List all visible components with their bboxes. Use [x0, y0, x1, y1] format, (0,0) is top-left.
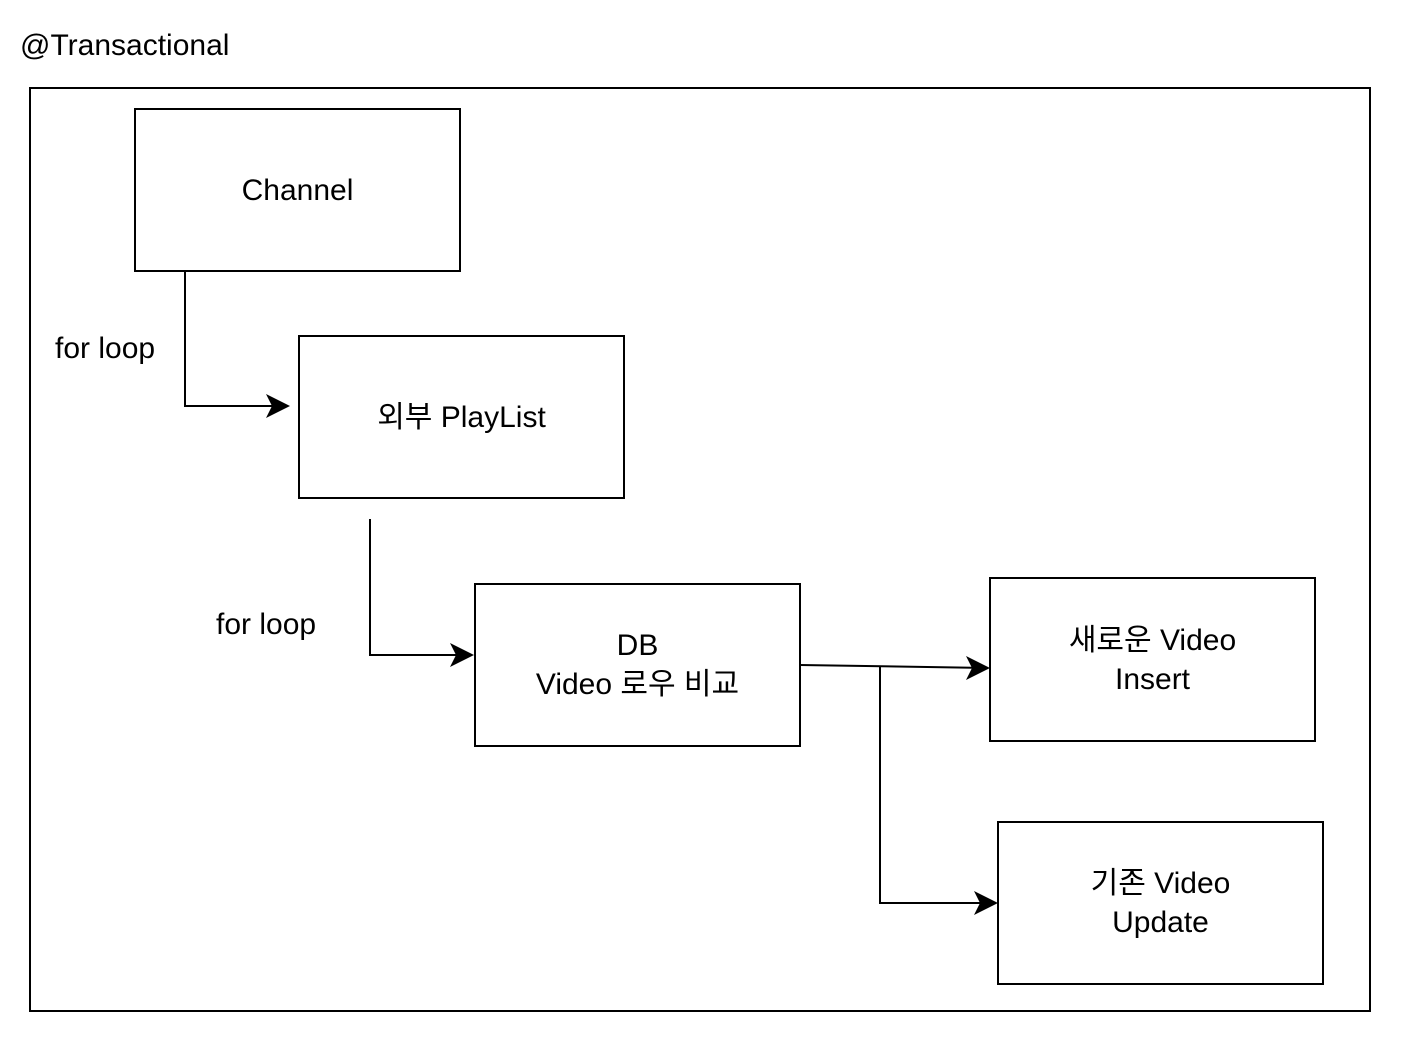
existing-video-update-node: 기존 Video Update: [997, 821, 1324, 985]
db-video-compare-line-1: DB: [616, 629, 659, 662]
transactional-boundary: [29, 87, 1371, 1012]
new-video-insert-line-2: Insert: [1114, 662, 1191, 696]
edge-compare-to-update: [879, 666, 996, 904]
new-video-insert-line-1: 새로운 Video: [1068, 623, 1237, 657]
arrowhead-playlist: [266, 394, 290, 418]
for-loop-label-1: for loop: [55, 332, 156, 365]
external-playlist-node: 외부 PlayList: [298, 335, 625, 499]
for-loop-label-2: for loop: [216, 608, 317, 641]
channel-node-label: Channel: [241, 173, 354, 207]
arrowhead-insert: [966, 656, 990, 680]
edge-compare-to-insert: [799, 664, 989, 669]
db-video-compare-node: DB Video 로우 비교: [474, 583, 801, 747]
new-video-insert-node: 새로운 Video Insert: [989, 577, 1316, 742]
existing-video-update-line-2: Update: [1112, 906, 1209, 939]
edge-channel-to-playlist: [184, 270, 288, 407]
external-playlist-node-label: 외부 PlayList: [377, 400, 546, 434]
channel-node: Channel: [134, 108, 461, 272]
db-video-compare-line-2: Video 로우 비교: [535, 668, 740, 701]
existing-video-update-line-1: 기존 Video: [1090, 867, 1231, 900]
arrowhead-compare: [450, 643, 474, 667]
edge-playlist-to-compare: [369, 519, 472, 656]
arrowhead-update: [974, 891, 998, 915]
diagram-title: @Transactional: [20, 29, 230, 62]
